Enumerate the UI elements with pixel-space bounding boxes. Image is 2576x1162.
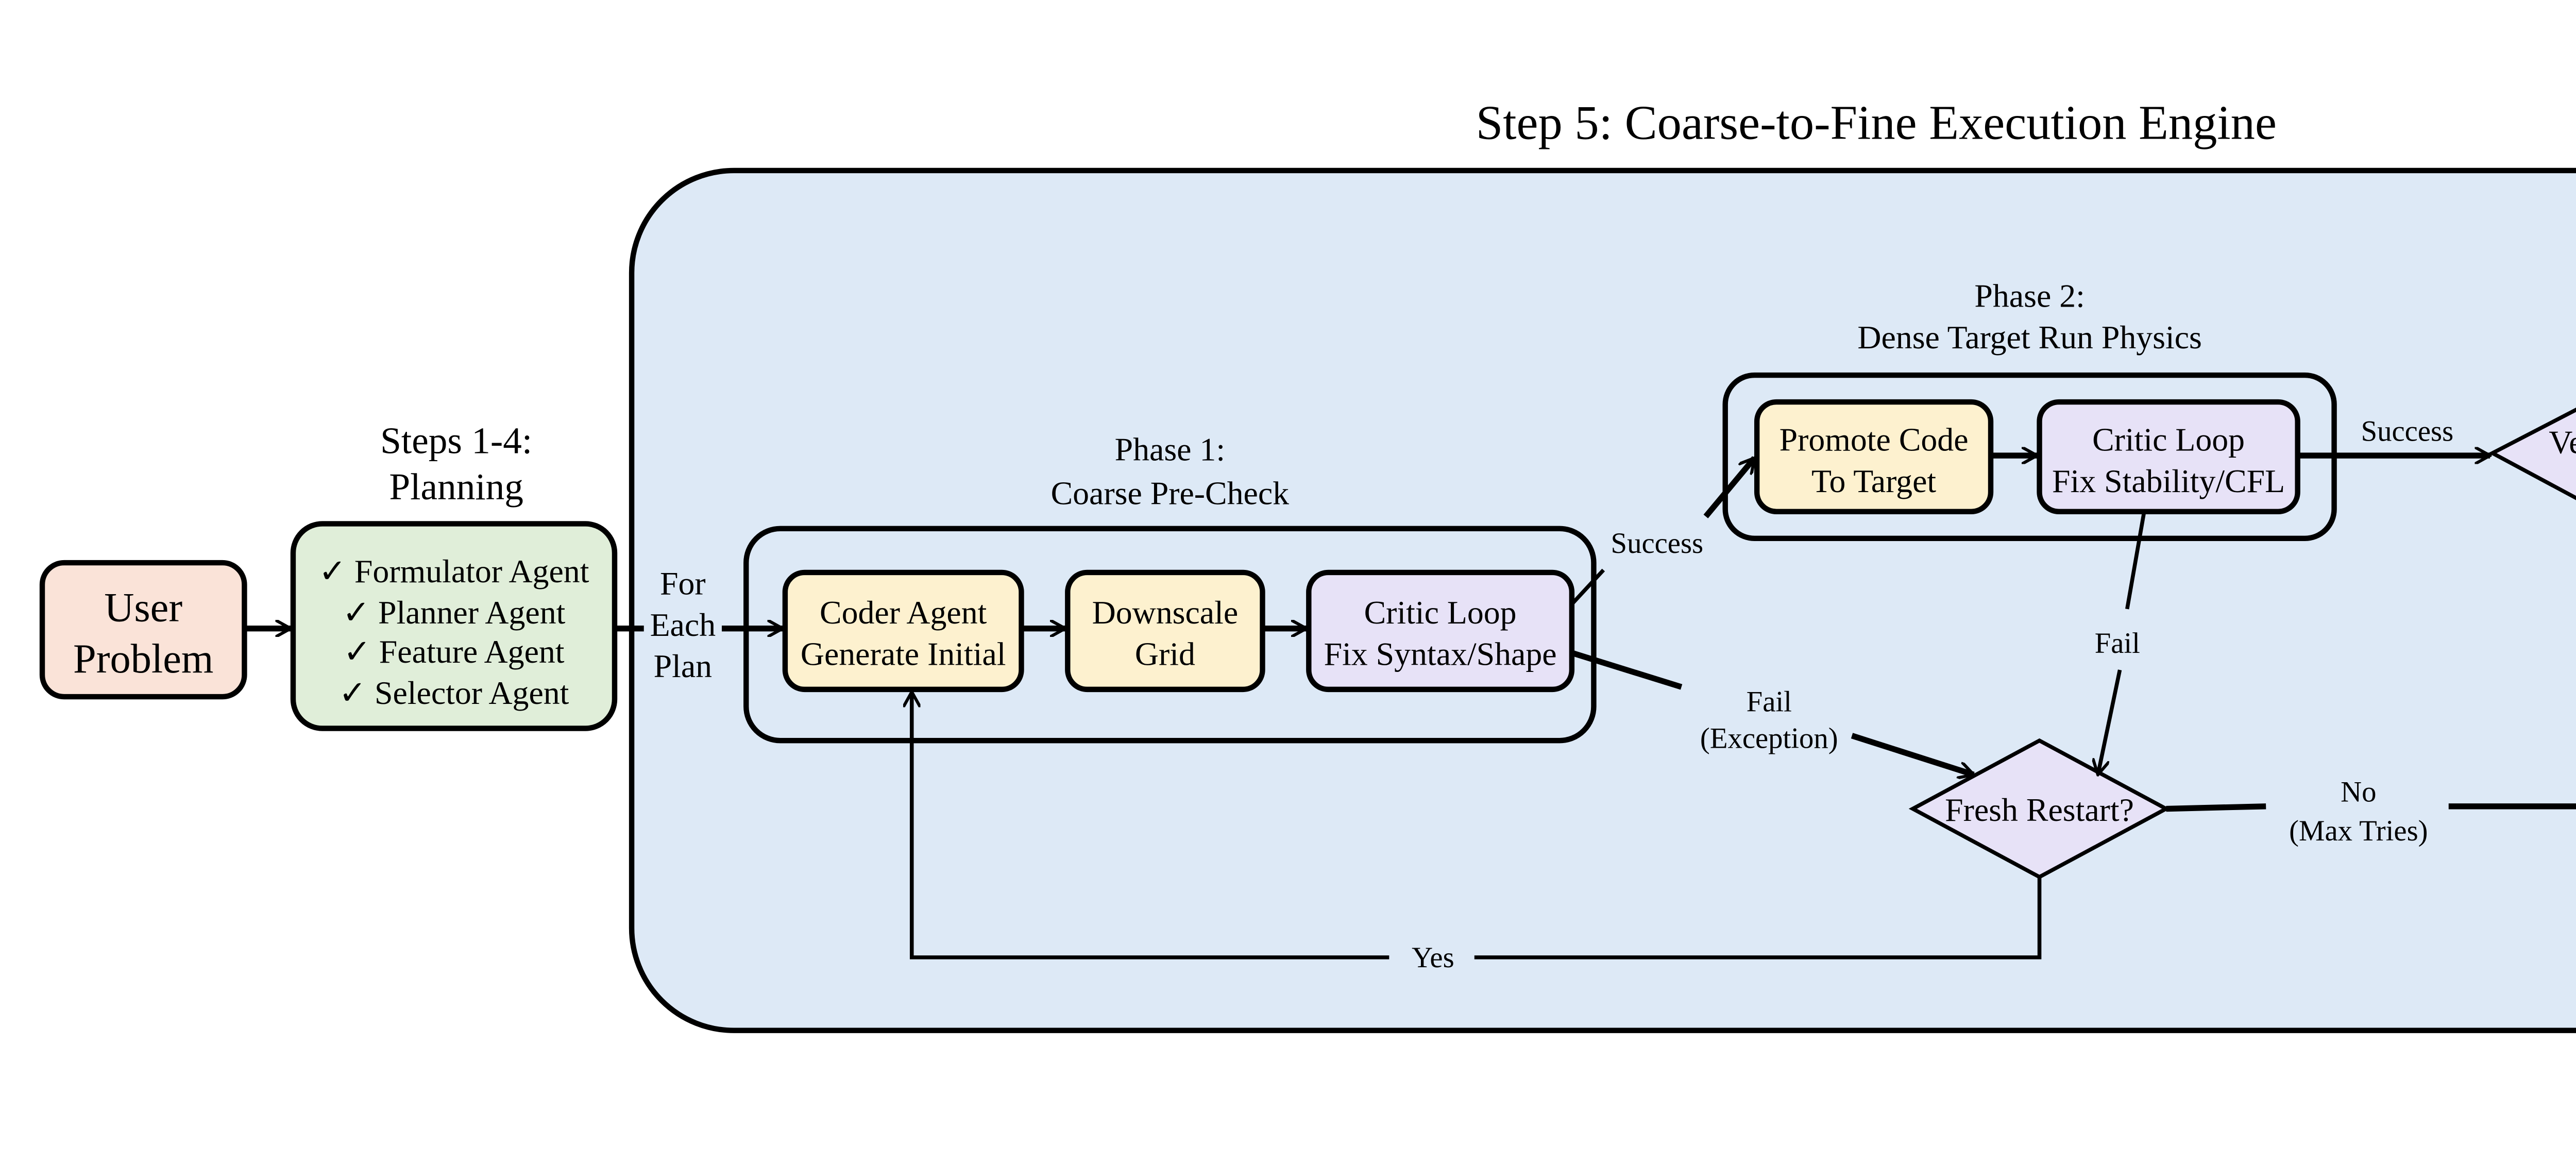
coder-agent-node[interactable]: Coder Agent Generate Initial bbox=[782, 569, 1024, 693]
edge-critic1-success-b bbox=[1703, 458, 1757, 518]
label-success-phase1: Success bbox=[1611, 527, 1704, 560]
planning-heading-1: Steps 1-4: bbox=[380, 419, 532, 461]
coder-agent-line-2: Generate Initial bbox=[801, 636, 1006, 672]
edge-critic1-fail-a bbox=[1571, 650, 1683, 690]
promote-code-node[interactable]: Promote Code To Target bbox=[1754, 399, 1994, 514]
user-problem-node[interactable]: User Problem bbox=[39, 560, 247, 700]
label-fail-phase2: Fail bbox=[2095, 627, 2140, 660]
for-each-plan-label-1: For bbox=[660, 565, 706, 602]
downscale-line-1: Downscale bbox=[1092, 594, 1239, 631]
label-no-max-tries-2: (Max Tries) bbox=[2289, 815, 2428, 847]
phase1-container bbox=[743, 526, 1597, 744]
critic1-line-1: Critic Loop bbox=[1364, 594, 1517, 631]
edge-critic1-success-a bbox=[1570, 568, 1605, 605]
edge-critic2-fail-a bbox=[2125, 511, 2146, 610]
verification-line-2: Method bbox=[2575, 465, 2576, 502]
fresh-restart-label: Fresh Restart? bbox=[1945, 791, 2134, 828]
downscale-grid-node[interactable]: Downscale Grid bbox=[1065, 569, 1265, 693]
label-no-max-tries-1: No bbox=[2341, 776, 2376, 808]
verification-line-1: Verification bbox=[2549, 424, 2576, 460]
user-problem-line-1: User bbox=[104, 585, 182, 631]
planning-item-selector: ✓ Selector Agent bbox=[339, 675, 569, 711]
verification-method-decision[interactable]: Verification Method bbox=[2488, 385, 2576, 524]
critic1-line-2: Fix Syntax/Shape bbox=[1324, 636, 1557, 672]
user-problem-line-2: Problem bbox=[73, 636, 213, 682]
edge-restart-no-a bbox=[2166, 803, 2266, 812]
edge-restart-yes-a bbox=[1474, 877, 2042, 959]
label-success-phase2: Success bbox=[2361, 415, 2454, 448]
promote-line-2: To Target bbox=[1811, 463, 1936, 499]
downscale-line-2: Grid bbox=[1135, 636, 1195, 672]
phase1-heading-1: Phase 1: bbox=[1115, 431, 1225, 467]
planning-node[interactable]: ✓ Formulator Agent ✓ Planner Agent ✓ Fea… bbox=[290, 521, 618, 731]
for-each-plan-label-3: Plan bbox=[654, 648, 712, 684]
label-yes: Yes bbox=[1412, 941, 1454, 974]
edge-restart-yes-b bbox=[912, 692, 1389, 959]
planning-item-planner: ✓ Planner Agent bbox=[343, 594, 566, 631]
planning-item-feature: ✓ Feature Agent bbox=[343, 633, 564, 670]
phase1-heading-2: Coarse Pre-Check bbox=[1051, 475, 1290, 512]
label-fail-exception-2: (Exception) bbox=[1700, 722, 1838, 754]
critic2-line-2: Fix Stability/CFL bbox=[2052, 463, 2285, 499]
phase2-heading-1: Phase 2: bbox=[1974, 278, 2084, 314]
promote-line-1: Promote Code bbox=[1780, 422, 1969, 458]
coder-agent-line-1: Coder Agent bbox=[820, 594, 987, 631]
planning-heading-2: Planning bbox=[389, 466, 523, 508]
for-each-plan-label-2: Each bbox=[650, 607, 716, 643]
planning-item-formulator: ✓ Formulator Agent bbox=[319, 553, 589, 590]
engine-title: Step 5: Coarse-to-Fine Execution Engine bbox=[1476, 96, 2277, 149]
label-fail-exception-1: Fail bbox=[1747, 685, 1792, 718]
critic-loop-phase2-node[interactable]: Critic Loop Fix Stability/CFL bbox=[2037, 399, 2300, 514]
critic2-line-1: Critic Loop bbox=[2092, 422, 2245, 458]
edge-critic2-fail-b bbox=[2098, 669, 2122, 774]
phase2-heading-2: Dense Target Run Physics bbox=[1857, 319, 2201, 356]
critic-loop-phase1-node[interactable]: Critic Loop Fix Syntax/Shape bbox=[1306, 569, 1575, 693]
edge-critic1-fail-b bbox=[1851, 733, 1974, 775]
